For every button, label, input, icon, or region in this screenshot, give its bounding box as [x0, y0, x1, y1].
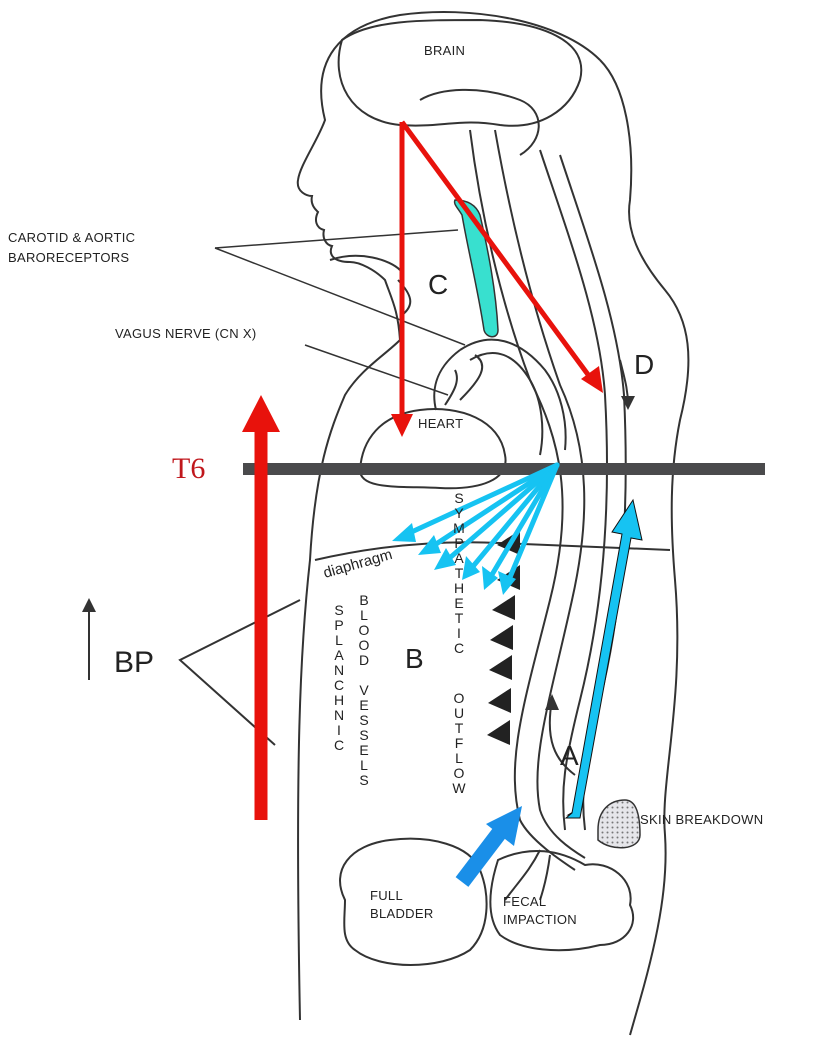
label-region-a: A: [560, 740, 579, 771]
label-sympathetic: SYMPATHETIC: [451, 490, 467, 655]
label-vagus: VAGUS NERVE (CN X): [115, 326, 256, 341]
small-arrowhead-a: [545, 694, 559, 710]
t6-level-bar: [243, 463, 765, 475]
label-carotid-line1: CAROTID & AORTIC: [8, 230, 135, 245]
label-heart: HEART: [418, 416, 463, 431]
label-vessels: VESSELS: [356, 682, 372, 787]
label-region-b: B: [405, 643, 424, 674]
label-full-bladder-line1: FULL: [370, 888, 403, 903]
label-brain: BRAIN: [424, 43, 465, 58]
sympathetic-outflow-arrows: [392, 465, 557, 595]
label-t6: T6: [172, 452, 205, 485]
label-blood: BLOOD: [356, 592, 372, 667]
label-bp: BP: [114, 646, 154, 679]
label-region-d: D: [634, 349, 654, 380]
label-fecal-line2: IMPACTION: [503, 912, 577, 927]
label-fecal-line1: FECAL: [503, 894, 546, 909]
label-pointers: [215, 230, 465, 395]
label-splanchnic: SPLANCHNIC: [331, 602, 347, 752]
label-region-c: C: [428, 269, 448, 300]
bp-up-arrow: [82, 598, 96, 680]
skin-breakdown-patch: [598, 800, 640, 848]
label-outflow: OUTFLOW: [451, 690, 467, 795]
small-arrowhead-d: [621, 396, 635, 410]
label-full-bladder-line2: BLADDER: [370, 906, 434, 921]
label-carotid-line2: BARORECEPTORS: [8, 250, 129, 265]
blue-input-arrow: [462, 806, 522, 882]
label-skin-breakdown: SKIN BREAKDOWN: [640, 812, 763, 827]
